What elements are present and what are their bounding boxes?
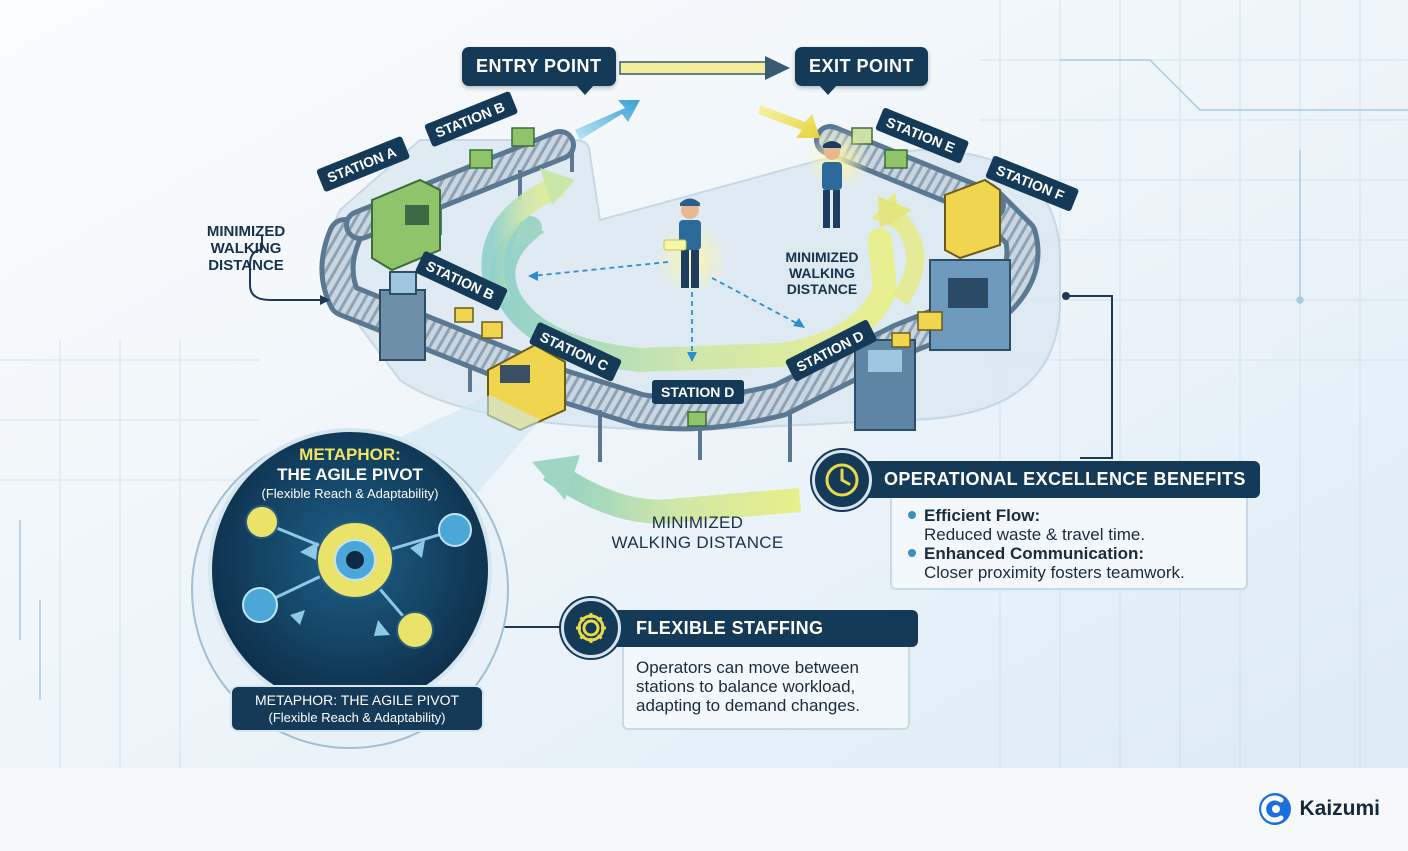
brand-name: Kaizumi: [1299, 797, 1380, 820]
benefit-item: Enhanced Communication: Closer proximity…: [906, 544, 1236, 582]
walking-inner-line3: DISTANCE: [786, 281, 858, 297]
metaphor-heading: METAPHOR: THE AGILE PIVOT (Flexible Reac…: [235, 445, 465, 503]
walking-inner-line2: WALKING: [788, 265, 856, 281]
staffing-line2: stations to balance workload,: [636, 677, 856, 696]
staffing-header: FLEXIBLE STAFFING: [588, 610, 918, 647]
metaphor-caption: METAPHOR: THE AGILE PIVOT (Flexible Reac…: [230, 685, 484, 732]
operator-station-e: [806, 128, 870, 228]
station-e-machine: [929, 259, 1011, 351]
walking-left-line3: DISTANCE: [208, 257, 284, 274]
benefits-list: Efficient Flow: Reduced waste & travel t…: [906, 506, 1236, 582]
footer-bar: [0, 768, 1408, 851]
gear-network: [242, 505, 472, 649]
staffing-line1: Operators can move between: [636, 658, 860, 677]
metaphor-caption-line2: (Flexible Reach & Adaptability): [268, 710, 446, 725]
benefit-text: Reduced waste & travel time.: [924, 525, 1146, 544]
kaizumi-logo-icon: [1259, 793, 1292, 825]
staffing-body: Operators can move between stations to b…: [636, 658, 860, 715]
benefit-title: Enhanced Communication:: [924, 544, 1145, 563]
staffing-title: FLEXIBLE STAFFING: [636, 618, 824, 638]
station-a-machine: [371, 178, 441, 272]
operator-center: [656, 198, 728, 294]
exit-point-label: EXIT POINT: [809, 56, 915, 76]
staffing-line3: adapting to demand changes.: [636, 696, 861, 715]
walking-distance-bottom: MINIMIZED WALKING DISTANCE: [600, 513, 795, 553]
station-f-machine: [944, 178, 1001, 260]
walking-bottom-line1: MINIMIZED: [651, 513, 744, 532]
benefit-item: Efficient Flow: Reduced waste & travel t…: [906, 506, 1236, 544]
walking-left-line1: MINIMIZED: [206, 223, 286, 240]
conveyor-diagram: [0, 0, 1408, 768]
walking-left-line2: WALKING: [210, 240, 282, 257]
entry-point-tag: ENTRY POINT: [462, 47, 616, 95]
walking-inner-line1: MINIMIZED: [785, 249, 859, 265]
station-b-front-machine: [379, 271, 426, 361]
brand-logo[interactable]: Kaizumi: [1257, 791, 1380, 827]
gear-icon: [561, 598, 621, 658]
clock-icon: [812, 450, 872, 510]
benefits-title: OPERATIONAL EXCELLENCE BENEFITS: [884, 469, 1246, 489]
benefit-text: Closer proximity fosters teamwork.: [924, 563, 1185, 582]
walking-bottom-line2: WALKING DISTANCE: [611, 533, 784, 552]
entry-point-label: ENTRY POINT: [476, 56, 602, 76]
benefits-header: OPERATIONAL EXCELLENCE BENEFITS: [836, 461, 1260, 498]
metaphor-subtitle: (Flexible Reach & Adaptability): [261, 486, 439, 501]
benefits-panel: Efficient Flow: Reduced waste & travel t…: [890, 488, 1248, 590]
exit-point-tag: EXIT POINT: [795, 47, 929, 95]
staffing-panel: Operators can move between stations to b…: [622, 636, 910, 730]
benefit-title: Efficient Flow:: [924, 506, 1041, 525]
walking-distance-inner: MINIMIZED WALKING DISTANCE: [776, 249, 868, 297]
metaphor-title: THE AGILE PIVOT: [277, 465, 423, 484]
walking-distance-left: MINIMIZED WALKING DISTANCE: [198, 223, 294, 274]
metaphor-kicker: METAPHOR:: [299, 445, 401, 464]
station-d-right-machine: [854, 339, 916, 431]
metaphor-caption-line1: METAPHOR: THE AGILE PIVOT: [254, 692, 460, 708]
